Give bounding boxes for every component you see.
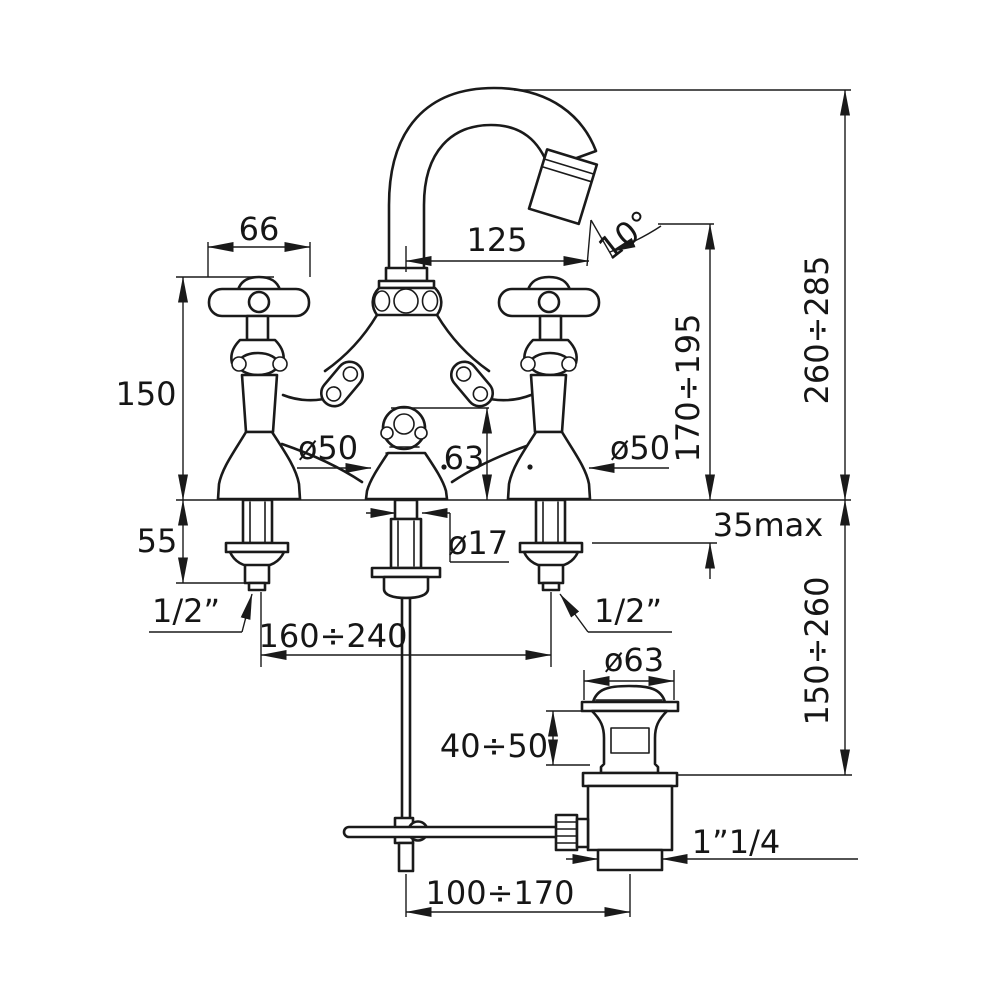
waste-cap-dome <box>591 684 667 704</box>
dim-label-under-deck: 55 <box>137 522 178 560</box>
handle-hole <box>247 290 271 314</box>
dim-label-knob-height: 63 <box>444 439 485 477</box>
popup-waste-assembly <box>554 684 680 872</box>
spout-gooseneck <box>387 86 598 272</box>
popup-flange <box>370 566 442 579</box>
right-valve-unit <box>497 275 601 592</box>
shank-thread <box>243 563 271 585</box>
valve-boss-left-nub <box>231 356 247 372</box>
leader-dot-left <box>441 464 447 470</box>
dim-label-spout-angle: 10° <box>591 203 659 268</box>
dim-label-rod-to-waste: 100÷170 <box>426 874 575 912</box>
handle-stem <box>245 314 270 342</box>
popup-knob-hole <box>393 413 415 435</box>
popup-guide-tube <box>389 517 423 570</box>
dim-label-deck-thickness: 35max <box>713 506 823 544</box>
dim-waste-flange-diameter: ø63 <box>583 641 675 700</box>
dim-label-waste-flange-diameter: ø63 <box>604 641 664 679</box>
left-valve-unit <box>207 275 311 592</box>
bridge-link-left <box>319 360 365 408</box>
shank-tip <box>247 581 267 592</box>
dim-outlet-height: 170÷195 <box>669 223 715 501</box>
dim-left-inlet-thread: 1/2” <box>149 592 253 633</box>
valve-bell-base <box>216 430 302 501</box>
rod-lower-stub <box>397 841 415 873</box>
dim-rod-diameter: ø17 <box>366 508 509 563</box>
center-bell-base <box>364 451 449 501</box>
dim-label-handle-height: 150 <box>115 375 176 413</box>
dim-waste-depth: 150÷260 <box>798 499 850 776</box>
waste-outlet-thread <box>596 848 664 872</box>
crown-boss-left <box>373 290 391 312</box>
shank-flange <box>224 541 290 554</box>
dim-inlet-centres: 160÷240 <box>259 592 552 667</box>
dim-waste-outlet-thread: 1”1/4 <box>566 823 858 864</box>
waste-flange <box>580 700 680 713</box>
popup-knob-left-ear <box>380 426 394 440</box>
dim-label-waste-outlet-thread: 1”1/4 <box>692 823 780 861</box>
dim-label-waste-depth: 150÷260 <box>798 577 836 726</box>
dim-under-deck: 55 <box>137 499 263 584</box>
dim-spout-angle: 10° <box>586 203 714 268</box>
inlet-tailpiece <box>241 498 274 545</box>
dim-handle-width: 66 <box>207 210 311 277</box>
waste-upper-body <box>590 709 669 775</box>
dim-label-waste-body-height: 40÷50 <box>440 727 548 765</box>
valve-boss-right-nub <box>272 356 288 372</box>
waste-collar <box>581 771 679 788</box>
body-edge-upper-right <box>435 313 491 373</box>
dimension-graphics: 66 125 10° 170÷195 260÷285 <box>115 89 858 917</box>
dim-label-left-inlet-thread: 1/2” <box>152 592 220 630</box>
horizontal-lever <box>342 825 562 839</box>
dim-deck-thickness: 35max <box>705 506 823 579</box>
popup-nut <box>382 575 430 600</box>
popup-knob-right-ear <box>414 426 428 440</box>
dim-label-total-height: 260÷285 <box>798 256 836 405</box>
waste-knurled-adjuster <box>554 813 579 852</box>
dim-total-height: 260÷285 <box>798 89 850 501</box>
dim-left-body-diameter: ø50 <box>297 429 372 473</box>
dim-handle-height: 150 <box>115 276 274 501</box>
aerator <box>527 148 599 226</box>
dim-knob-height: 63 <box>391 407 492 501</box>
popup-rod-neck <box>393 498 419 521</box>
dim-waste-body-height: 40÷50 <box>440 710 590 766</box>
waste-lower-body <box>586 784 674 852</box>
dim-label-right-inlet-thread: 1/2” <box>594 592 662 630</box>
dim-right-inlet-thread: 1/2” <box>559 592 672 633</box>
body-edge-lower-left <box>280 442 364 484</box>
dim-label-outlet-height: 170÷195 <box>669 314 707 463</box>
dim-right-body-diameter: ø50 <box>588 429 670 473</box>
crown-boss-right <box>421 290 439 312</box>
crown-boss-center <box>393 288 419 314</box>
dim-label-spout-reach: 125 <box>466 221 527 259</box>
bridge-link-right <box>449 360 495 408</box>
dim-label-handle-width: 66 <box>239 210 280 248</box>
body-edge-upper-left <box>323 313 379 373</box>
dim-label-rod-diameter: ø17 <box>448 524 508 562</box>
waste-adjuster-stub <box>575 817 590 849</box>
valve-column <box>240 373 279 434</box>
dim-label-left-body-diameter: ø50 <box>298 429 358 467</box>
dim-spout-reach: 125 <box>405 221 590 272</box>
faucet-artwork <box>207 86 680 873</box>
dim-label-right-body-diameter: ø50 <box>610 429 670 467</box>
dim-label-inlet-centres: 160÷240 <box>259 617 408 655</box>
dim-rod-to-waste: 100÷170 <box>405 874 631 917</box>
leader-dot-right <box>527 464 533 470</box>
waste-window <box>610 727 650 754</box>
